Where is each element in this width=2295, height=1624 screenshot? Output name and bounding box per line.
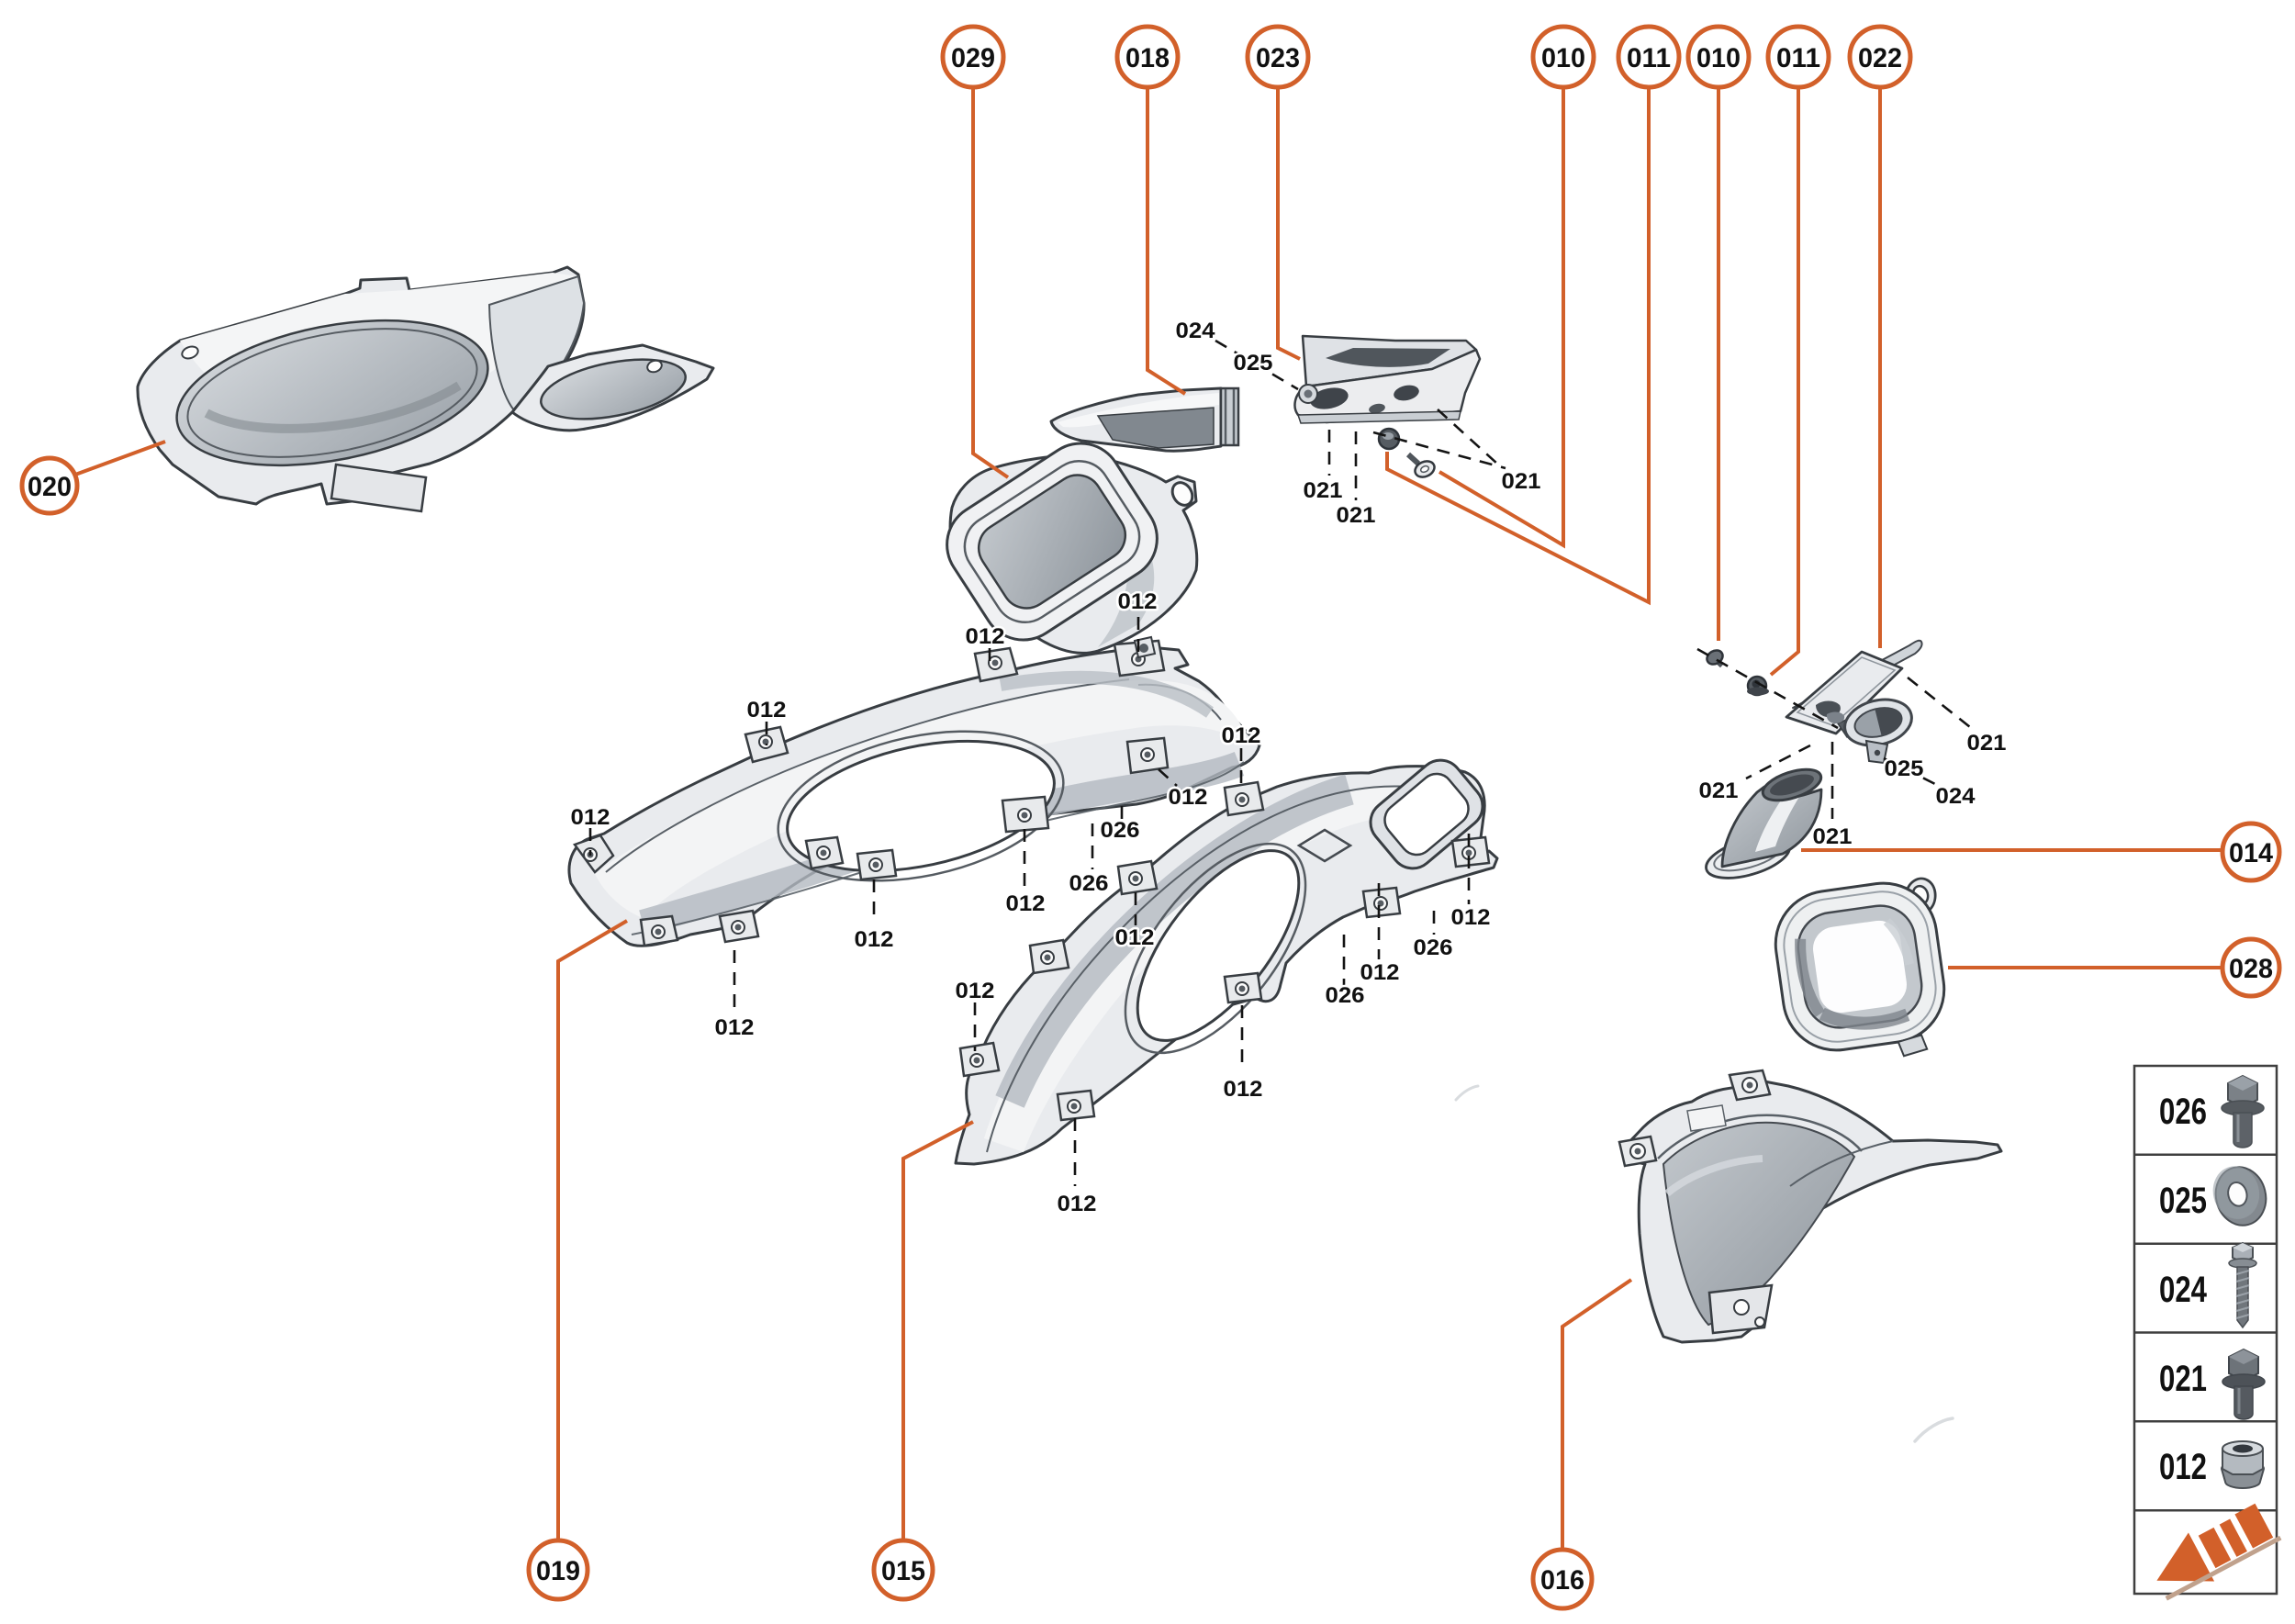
svg-text:026: 026 <box>1326 983 1365 1008</box>
svg-text:029: 029 <box>951 43 995 73</box>
svg-text:016: 016 <box>1540 1565 1584 1596</box>
svg-text:026: 026 <box>1414 935 1453 960</box>
svg-text:021: 021 <box>1337 503 1376 528</box>
svg-text:026: 026 <box>2159 1092 2207 1132</box>
svg-text:021: 021 <box>1304 478 1343 503</box>
svg-text:012: 012 <box>1222 723 1261 748</box>
svg-text:020: 020 <box>28 472 72 502</box>
svg-text:018: 018 <box>1125 43 1170 73</box>
svg-text:012: 012 <box>1006 891 1046 916</box>
svg-text:028: 028 <box>2229 954 2273 984</box>
svg-text:024: 024 <box>2159 1270 2208 1310</box>
svg-text:012: 012 <box>1360 960 1400 985</box>
svg-text:012: 012 <box>855 927 894 952</box>
svg-text:022: 022 <box>1858 43 1902 73</box>
svg-text:021: 021 <box>1813 824 1853 849</box>
svg-text:026: 026 <box>1101 818 1140 843</box>
svg-text:012: 012 <box>1451 905 1491 930</box>
svg-text:024: 024 <box>1936 784 1976 809</box>
svg-text:023: 023 <box>1256 43 1300 73</box>
svg-text:012: 012 <box>966 624 1005 649</box>
svg-text:012: 012 <box>747 698 787 722</box>
svg-text:012: 012 <box>1169 785 1208 810</box>
svg-text:025: 025 <box>2159 1181 2207 1221</box>
svg-text:012: 012 <box>715 1015 755 1040</box>
svg-text:012: 012 <box>1058 1192 1097 1216</box>
svg-text:025: 025 <box>1885 756 1924 781</box>
svg-text:021: 021 <box>2159 1359 2207 1399</box>
svg-text:010: 010 <box>1696 43 1741 73</box>
svg-text:011: 011 <box>1627 43 1671 73</box>
svg-text:021: 021 <box>1967 731 2007 756</box>
svg-text:021: 021 <box>1699 778 1739 803</box>
svg-text:019: 019 <box>536 1556 580 1586</box>
svg-text:015: 015 <box>881 1556 925 1586</box>
svg-text:011: 011 <box>1776 43 1820 73</box>
svg-text:014: 014 <box>2229 838 2273 868</box>
svg-text:026: 026 <box>1069 871 1109 896</box>
svg-text:021: 021 <box>1502 469 1541 494</box>
svg-text:025: 025 <box>1234 351 1273 375</box>
svg-text:024: 024 <box>1176 319 1216 343</box>
svg-text:012: 012 <box>1224 1077 1263 1102</box>
svg-text:010: 010 <box>1541 43 1585 73</box>
svg-text:012: 012 <box>1115 925 1155 950</box>
svg-text:012: 012 <box>1118 589 1158 614</box>
svg-text:012: 012 <box>956 979 995 1003</box>
svg-text:012: 012 <box>2159 1447 2207 1487</box>
svg-text:012: 012 <box>571 805 610 830</box>
